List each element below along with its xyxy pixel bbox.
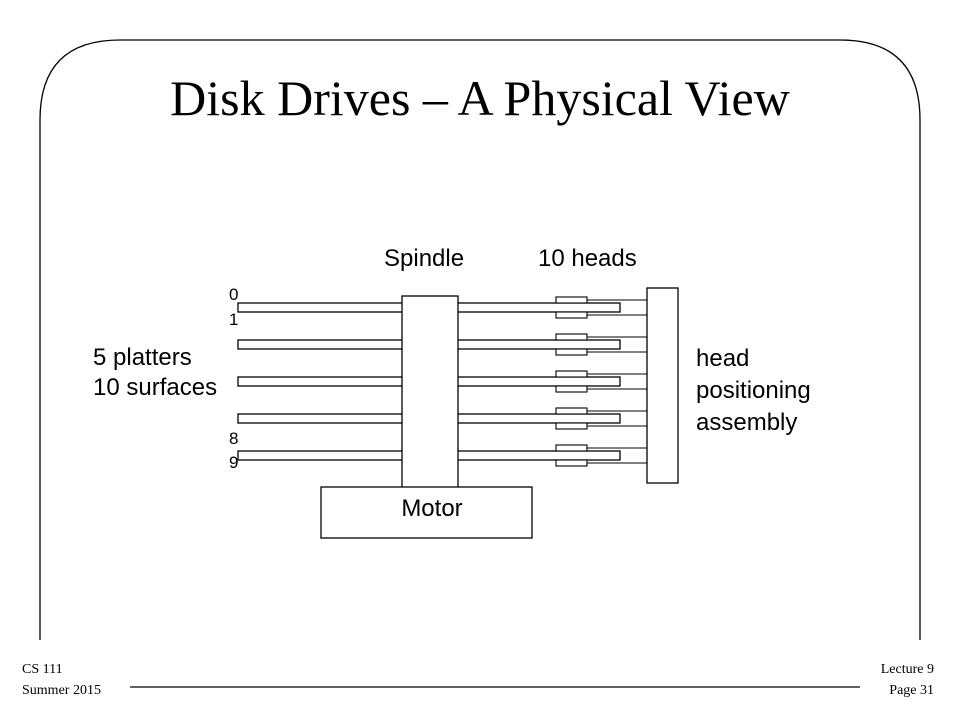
footer-lecture: Lecture 9 <box>881 662 934 677</box>
surface-number-8: 8 <box>229 429 238 448</box>
read-write-head-9 <box>555 459 588 467</box>
spindle-label: Spindle <box>384 245 464 272</box>
surface-number-9: 9 <box>229 453 238 472</box>
surface-number-0: 0 <box>229 285 238 304</box>
assembly-label-assembly: assembly <box>696 409 797 436</box>
slide-frame <box>39 39 921 640</box>
spindle <box>401 295 459 489</box>
read-write-head-8 <box>555 444 588 452</box>
surface-number-1: 1 <box>229 310 238 329</box>
footer-course: CS 111 <box>22 662 63 677</box>
read-write-head-0 <box>555 296 588 304</box>
read-write-head-5 <box>555 385 588 393</box>
assembly-label-positioning: positioning <box>696 377 811 404</box>
read-write-head-6 <box>555 407 588 415</box>
read-write-head-3 <box>555 348 588 356</box>
footer-term: Summer 2015 <box>22 683 101 698</box>
footer-page: Page 31 <box>889 683 934 698</box>
heads-group <box>555 296 647 467</box>
motor-box <box>320 486 533 539</box>
page-title: Disk Drives – A Physical View <box>170 70 790 126</box>
surfaces-label: 10 surfaces <box>93 374 217 401</box>
assembly-label-head: head <box>696 345 749 372</box>
heads-label: 10 heads <box>538 245 637 272</box>
read-write-head-4 <box>555 370 588 378</box>
head-positioning-assembly <box>646 287 679 484</box>
read-write-head-2 <box>555 333 588 341</box>
read-write-head-1 <box>555 311 588 319</box>
motor-label: Motor <box>401 495 462 522</box>
platters-label: 5 platters <box>93 344 192 371</box>
read-write-head-7 <box>555 422 588 430</box>
